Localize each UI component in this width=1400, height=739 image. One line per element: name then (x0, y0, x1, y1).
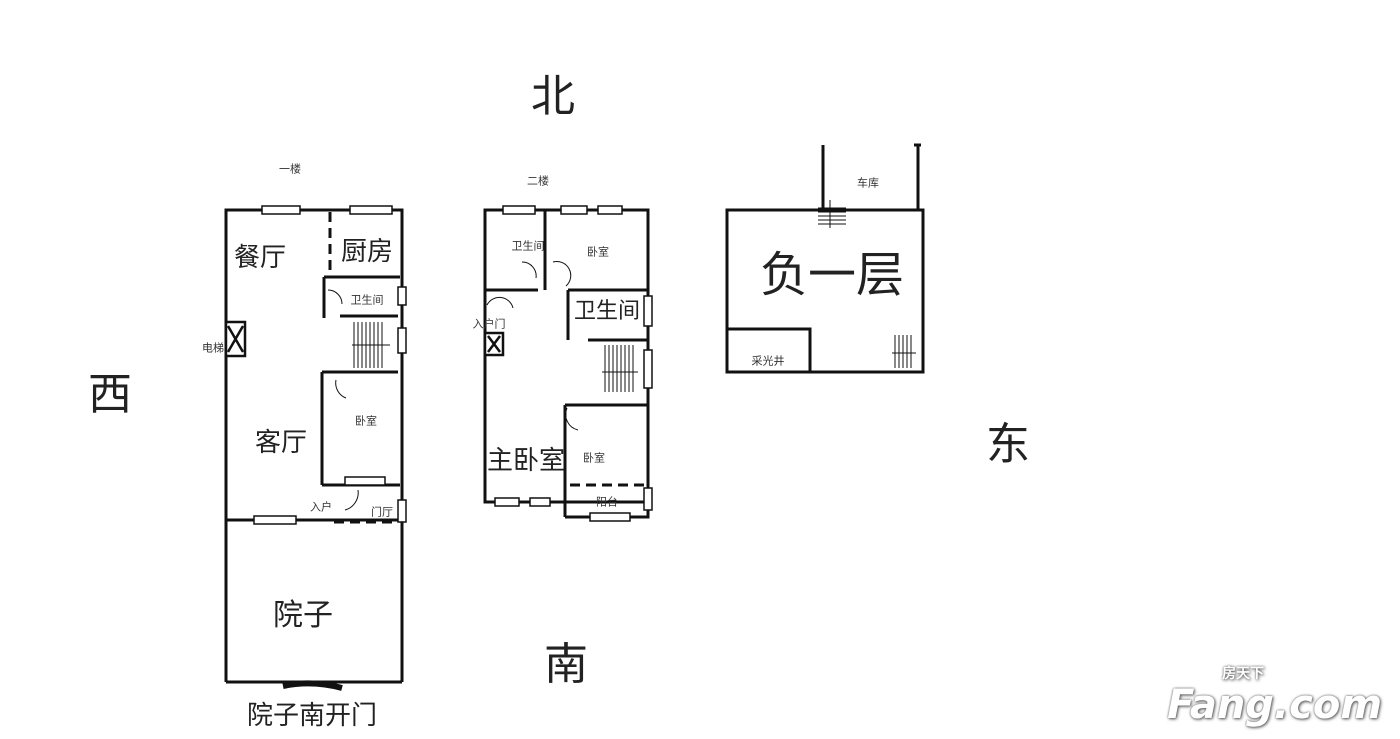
room-master-bedroom: 主卧室 (486, 446, 566, 476)
watermark-brand: Fang.com (1167, 682, 1382, 728)
room-bathroom2-f2: 卫生间 (573, 299, 641, 324)
floor2-doors (486, 261, 579, 431)
floor1-windows (253, 205, 407, 525)
room-bedroom-f1: 卧室 (355, 414, 377, 428)
floor1-doors (327, 289, 359, 511)
room-bathroom1-f2: 卫生间 (511, 239, 545, 253)
room-yard: 院子 (273, 598, 333, 633)
basement-title: 负一层 (759, 247, 905, 303)
label-elevator: 电梯 (202, 341, 224, 355)
basement-stairs-icon (818, 200, 916, 368)
floor2-stairs-icon (602, 345, 638, 392)
label-entry-door: 入户门 (472, 317, 506, 331)
room-garage: 车库 (857, 176, 879, 190)
compass-west: 西 (88, 369, 132, 420)
room-lightwell: 采光井 (751, 354, 785, 368)
compass-south: 南 (544, 639, 588, 690)
floor2-windows (494, 205, 653, 522)
floor1-elevator-icon (224, 320, 247, 358)
label-yard-gate: 院子南开门 (246, 701, 378, 731)
basement-walls (725, 143, 925, 374)
room-kitchen: 厨房 (340, 237, 394, 267)
room-dining: 餐厅 (233, 243, 287, 273)
floor1-walls (224, 208, 404, 691)
room-bathroom-f1: 卫生间 (350, 293, 384, 307)
floor2-title: 二楼 (527, 174, 549, 188)
room-living: 客厅 (254, 428, 308, 458)
watermark-cn: 房天下 (1222, 666, 1265, 682)
floor1-stairs-icon (352, 322, 390, 368)
room-bedroom1-f2: 卧室 (587, 245, 609, 259)
room-foyer: 门厅 (371, 505, 393, 519)
floor2-elevator-icon (483, 331, 505, 357)
compass-north: 北 (531, 71, 575, 122)
room-bedroom2-f2: 卧室 (583, 451, 605, 465)
label-entry: 入户 (310, 500, 332, 514)
compass-east: 东 (986, 419, 1030, 470)
room-balcony: 阳台 (596, 495, 618, 509)
floor1-title: 一楼 (279, 162, 301, 176)
